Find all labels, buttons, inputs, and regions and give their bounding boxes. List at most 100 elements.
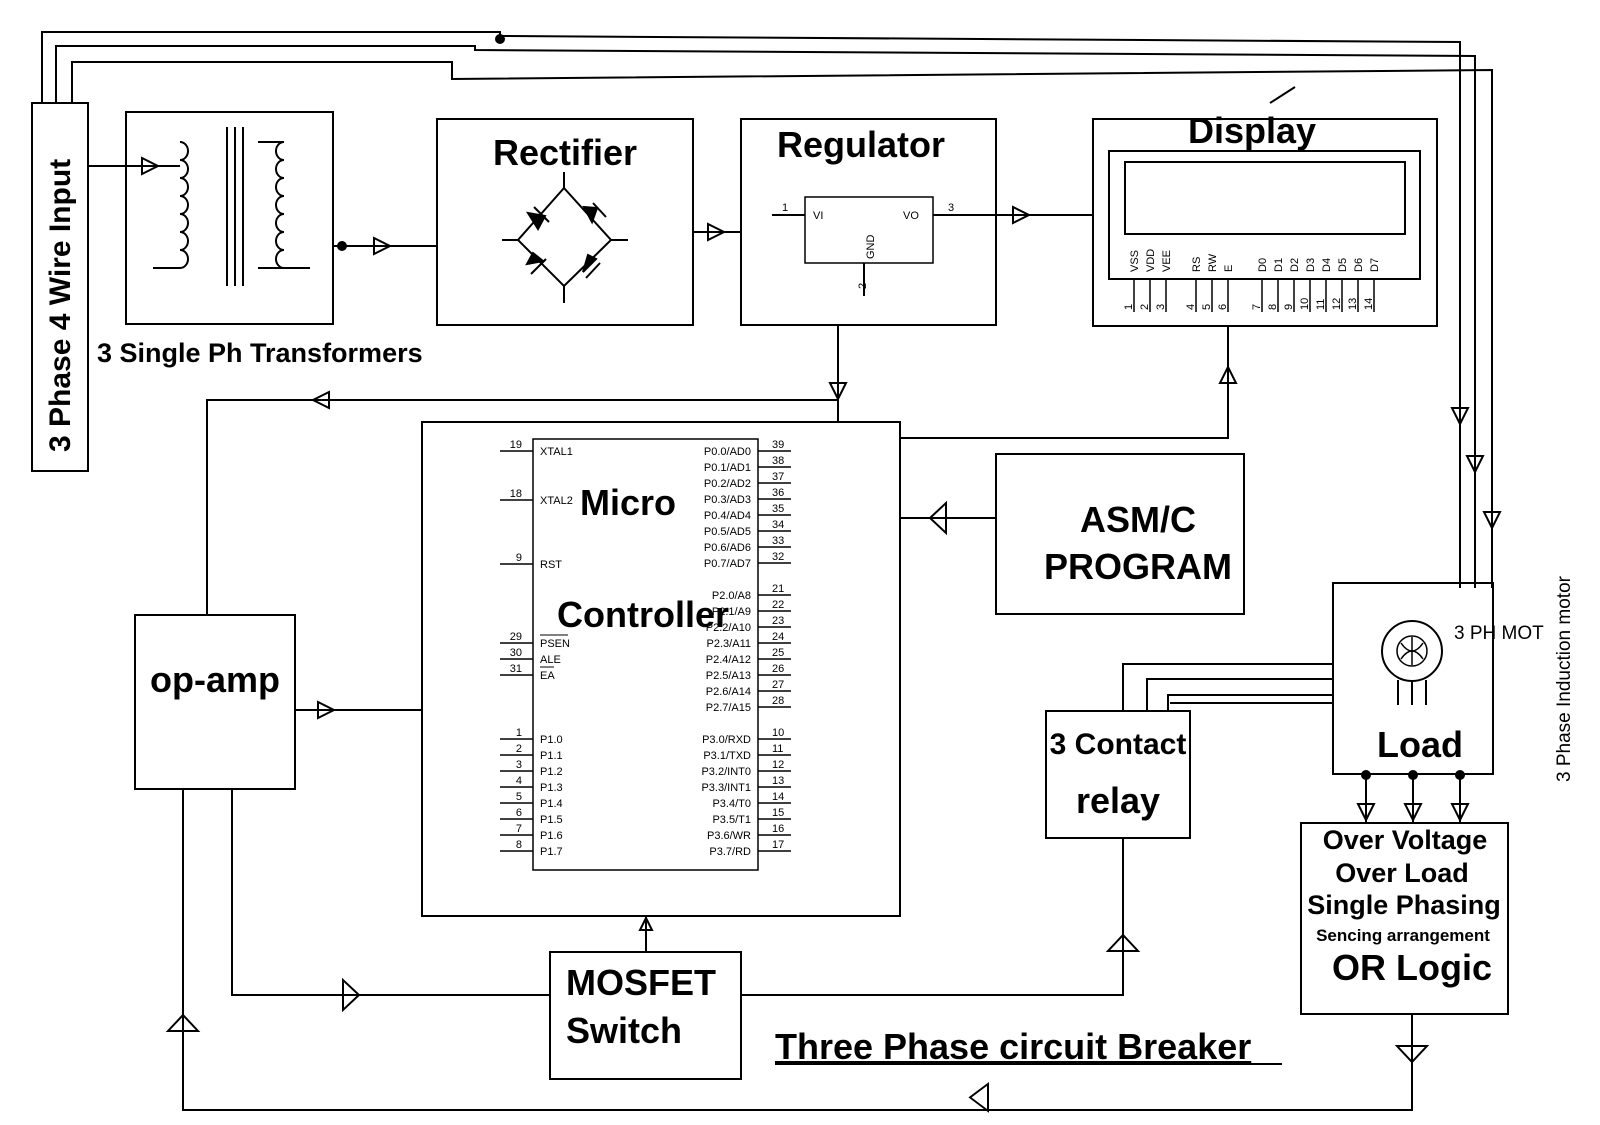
- lcd-pin-name: D6: [1353, 258, 1365, 272]
- mcu-pin-number: 11: [772, 743, 783, 755]
- mcu-pin-name: P2.3/A11: [707, 638, 751, 650]
- mcu-pin-number: 9: [516, 552, 522, 564]
- mcu-pin-number: 28: [772, 695, 784, 707]
- arrow-up-icon: [638, 915, 654, 931]
- transformer-block: [125, 111, 334, 325]
- mcu-pin-number: 29: [510, 631, 522, 643]
- lcd-pin-number: 5: [1201, 304, 1213, 310]
- mcu-pin-name: P1.6: [540, 830, 563, 842]
- mcu-pin-number: 14: [772, 791, 784, 803]
- mcu-pin-number: 36: [772, 487, 784, 499]
- arrow-right-icon: [342, 977, 361, 1013]
- mcu-pin-number: 7: [516, 823, 522, 835]
- mcu-pin-number: 10: [772, 727, 784, 739]
- lcd-pin-name: RS: [1191, 257, 1203, 272]
- wire-load-relay-1: [1122, 663, 1333, 711]
- mcu-pin-name: RST: [540, 559, 562, 571]
- program-title-2: PROGRAM: [1044, 546, 1232, 587]
- regulator-title: Regulator: [777, 124, 945, 165]
- program-block: [995, 453, 1245, 615]
- lcd-pin-number: 10: [1299, 298, 1311, 310]
- motor-label: 3 PH MOT: [1454, 623, 1544, 644]
- mcu-pin-number: 15: [772, 807, 784, 819]
- mcu-pin-name: P0.5/AD5: [704, 526, 751, 538]
- mcu-pin-name: P2.0/A8: [712, 590, 751, 602]
- mcu-pin-number: 21: [772, 583, 784, 595]
- voltage-regulator-chip: [772, 196, 965, 296]
- arrow-down-icon: [1450, 407, 1470, 427]
- mcu-title-1: Micro: [580, 482, 676, 523]
- arrow-down-icon: [828, 382, 848, 402]
- rectifier-title: Rectifier: [493, 132, 637, 173]
- transformers-label: 3 Single Ph Transformers: [97, 338, 423, 368]
- mcu-pin-number: 26: [772, 663, 784, 675]
- mcu-pin-name: PSEN: [540, 638, 570, 650]
- lcd-pin-name: VSS: [1129, 250, 1141, 272]
- mcu-pin-name: P3.7/RD: [709, 846, 751, 858]
- sensing-line-2: Over Load: [1335, 858, 1469, 888]
- mcu-pin-name: P3.3/INT1: [701, 782, 751, 794]
- mcu-pin-name: P0.1/AD1: [704, 462, 751, 474]
- lcd-pin-number: 4: [1185, 304, 1197, 310]
- mcu-pin-number: 32: [772, 551, 784, 563]
- mcu-pin-name: P0.0/AD0: [704, 446, 751, 458]
- lcd-pin-name: VDD: [1145, 249, 1157, 272]
- wire-mcu-display: [900, 326, 1229, 439]
- motor-icon: [1381, 620, 1443, 705]
- mcu-pin-number: 8: [516, 839, 522, 851]
- mosfet-title-1: MOSFET: [566, 962, 716, 1003]
- wire-load-relay-3: [1167, 694, 1333, 711]
- wire-load-relay-2: [1146, 678, 1333, 711]
- mcu-pin-group: 19XTAL118XTAL29RST29PSEN30ALE31EA1P1.02P…: [500, 439, 791, 858]
- mcu-pin-number: 24: [772, 631, 784, 643]
- lcd-pin-number: 12: [1331, 298, 1343, 310]
- mcu-pin-number: 19: [510, 439, 522, 451]
- reg-pin-in-num: 1: [782, 202, 788, 214]
- mcu-pin-name: P0.6/AD6: [704, 542, 751, 554]
- arrow-down-icon: [1450, 803, 1470, 823]
- mcu-pin-number: 25: [772, 647, 784, 659]
- mcu-pin-name: P3.4/T0: [712, 798, 751, 810]
- mcu-pin-name: P1.2: [540, 766, 563, 778]
- mcu-pin-number: 31: [510, 663, 522, 675]
- mcu-pin-number: 27: [772, 679, 784, 691]
- arrow-right-icon: [707, 222, 727, 242]
- mcu-pin-name: P1.1: [540, 750, 563, 762]
- sensing-line-5: OR Logic: [1332, 947, 1492, 988]
- mcu-pin-name: P2.6/A14: [706, 686, 751, 698]
- mcu-pin-number: 17: [772, 839, 784, 851]
- lcd-pin-name: D1: [1273, 258, 1285, 272]
- lcd-pin-number: 8: [1267, 304, 1279, 310]
- lcd-pin-group: VSS1VDD2VEE3RS4RW5E6D07D18D29D310D411D51…: [1123, 249, 1381, 312]
- mcu-pin-number: 34: [772, 519, 784, 531]
- lcd-pin-name: D4: [1321, 258, 1333, 272]
- mcu-pin-number: 5: [516, 791, 522, 803]
- bridge-rectifier-icon: [502, 172, 628, 303]
- mcu-pin-number: 23: [772, 615, 784, 627]
- wire-to-opamp-supply: [206, 399, 838, 615]
- mcu-pin-name: P0.4/AD4: [704, 510, 751, 522]
- supply-wire-3: [71, 61, 1493, 516]
- transformer-icon: [153, 127, 310, 286]
- mcu-pin-name: P2.4/A12: [706, 654, 751, 666]
- lcd-pin-number: 9: [1283, 304, 1295, 310]
- arrow-up-icon: [165, 1013, 201, 1032]
- arrow-down-icon: [1465, 455, 1485, 475]
- wire-mosfet-relay: [741, 838, 1124, 996]
- mcu-pin-number: 2: [516, 743, 522, 755]
- program-title-1: ASM/C: [1080, 499, 1196, 540]
- mcu-pin-number: 22: [772, 599, 784, 611]
- lcd-pin-name: RW: [1207, 253, 1219, 272]
- lcd-pin-number: 3: [1155, 304, 1167, 310]
- lcd-pin-number: 6: [1217, 304, 1229, 310]
- mcu-chip: [532, 438, 759, 871]
- arrow-right-icon: [317, 700, 337, 720]
- junction-dot: [1408, 770, 1418, 780]
- reg-pin-out-label: VO: [903, 210, 919, 222]
- mcu-pin-name: P3.2/INT0: [701, 766, 751, 778]
- wire-opamp-mosfet: [231, 789, 550, 996]
- sensing-line-4: Sencing arrangement: [1316, 926, 1490, 945]
- mcu-pin-number: 18: [510, 488, 522, 500]
- arrow-up-icon: [1218, 364, 1238, 384]
